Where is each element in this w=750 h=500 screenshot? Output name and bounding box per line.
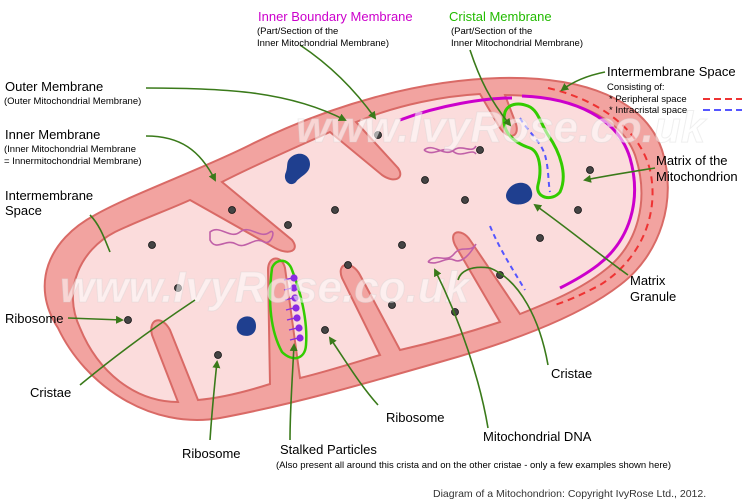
labels: Inner Boundary Membrane (Part/Section of… <box>4 9 742 500</box>
matrix-granule <box>506 182 533 205</box>
label-inner-boundary-title: Inner Boundary Membrane <box>258 9 413 24</box>
label-cristal-sub2: Inner Mitochondrial Membrane) <box>451 38 583 49</box>
pointer-inner-boundary <box>299 44 377 120</box>
pointer-matrix <box>583 167 656 183</box>
ribosome <box>124 316 132 324</box>
pointer-stalked <box>289 343 298 441</box>
pointer-cristae-left <box>79 299 196 386</box>
label-ims-left-line2: Space <box>5 203 42 218</box>
pointer-ims-right <box>560 71 606 92</box>
label-cristal-sub1: (Part/Section of the <box>451 26 532 37</box>
ribosome <box>536 234 544 242</box>
label-inner-sub2: = Innermitochondrial Membrane) <box>4 156 142 167</box>
mitochondrial-dna <box>209 145 477 264</box>
label-ims-peripheral: * Peripheral space <box>609 94 687 105</box>
ribosome <box>228 206 236 214</box>
label-mtdna: Mitochondrial DNA <box>483 429 592 444</box>
label-ims-left-line1: Intermembrane <box>5 188 93 203</box>
ribosome <box>374 131 382 139</box>
ribosome <box>461 196 469 204</box>
ribosome <box>148 241 156 249</box>
pointer-inner <box>145 135 216 182</box>
pointer-cristal <box>469 49 512 127</box>
pointer-ribosome-bottom <box>209 360 221 441</box>
ribosome <box>388 301 396 309</box>
label-ribosome-left: Ribosome <box>5 311 64 326</box>
dna-strand <box>209 228 274 247</box>
lower-crista-outline <box>268 259 308 360</box>
inner-membrane <box>71 92 643 404</box>
label-inner-sub1: (Inner Mitochondrial Membrane <box>4 144 136 155</box>
label-granule-line1: Matrix <box>630 273 666 288</box>
pointer-outer <box>145 87 347 121</box>
dna-strand <box>427 243 477 264</box>
caption: Diagram of a Mitochondrion: Copyright Iv… <box>433 488 706 500</box>
label-matrix-line1: Matrix of the <box>656 153 728 168</box>
matrix-granule <box>284 153 310 185</box>
ribosome <box>476 146 484 154</box>
label-cristal-title: Cristal Membrane <box>449 9 552 24</box>
label-ims-right-consisting: Consisting of: <box>607 82 665 93</box>
watermark-bottom: www.IvyRose.co.uk <box>60 263 472 312</box>
pointer-mtdna <box>434 268 489 429</box>
ribosome <box>284 221 292 229</box>
ribosome <box>398 241 406 249</box>
label-outer-sub: (Outer Mitochondrial Membrane) <box>4 96 141 107</box>
pointer-ribosome-left <box>67 315 124 324</box>
ribosome <box>344 261 352 269</box>
pointer-granule <box>533 203 629 276</box>
label-inner-boundary-sub2: Inner Mitochondrial Membrane) <box>257 38 389 49</box>
pointer-ribosome-mid <box>328 336 379 406</box>
ribosome <box>331 206 339 214</box>
right-crista-dash <box>489 225 526 291</box>
label-stalked-title: Stalked Particles <box>280 442 377 457</box>
ribosome <box>214 351 222 359</box>
label-cristae-right: Cristae <box>551 366 592 381</box>
ribosome <box>321 326 329 334</box>
label-cristae-left: Cristae <box>30 385 71 400</box>
mitochondrion-body <box>43 76 669 421</box>
dna-strand <box>423 145 477 155</box>
label-matrix-line2: Mitochondrion <box>656 169 738 184</box>
label-ims-right-title: Intermembrane Space <box>607 64 736 79</box>
label-granule-line2: Granule <box>630 289 676 304</box>
ribosome <box>586 166 594 174</box>
label-inner-boundary-sub1: (Part/Section of the <box>257 26 338 37</box>
matrix-granules <box>236 153 533 336</box>
label-outer-title: Outer Membrane <box>5 79 103 94</box>
ribosome <box>421 176 429 184</box>
matrix-granule <box>236 316 256 336</box>
inner-boundary-membrane <box>399 94 637 290</box>
label-ribosome-bottom: Ribosome <box>182 446 241 461</box>
pointer-cristae-right <box>457 266 549 366</box>
label-ribosome-mid: Ribosome <box>386 410 445 425</box>
watermark-top: www.IvyRose.co.uk <box>296 103 708 152</box>
ribosome <box>174 284 182 292</box>
peripheral-space-line <box>547 87 654 306</box>
pointer-lines <box>67 44 656 441</box>
cristal-membrane <box>502 102 565 200</box>
intracristal-space-line <box>519 117 551 193</box>
label-ims-intracristal: * Intracristal space <box>609 105 687 116</box>
ribosome <box>574 206 582 214</box>
label-stalked-sub: (Also present all around this crista and… <box>276 460 671 471</box>
pointer-ims-left <box>89 214 111 253</box>
stalked-particles <box>283 274 304 342</box>
ribosomes <box>124 131 594 359</box>
label-inner-title: Inner Membrane <box>5 127 100 142</box>
